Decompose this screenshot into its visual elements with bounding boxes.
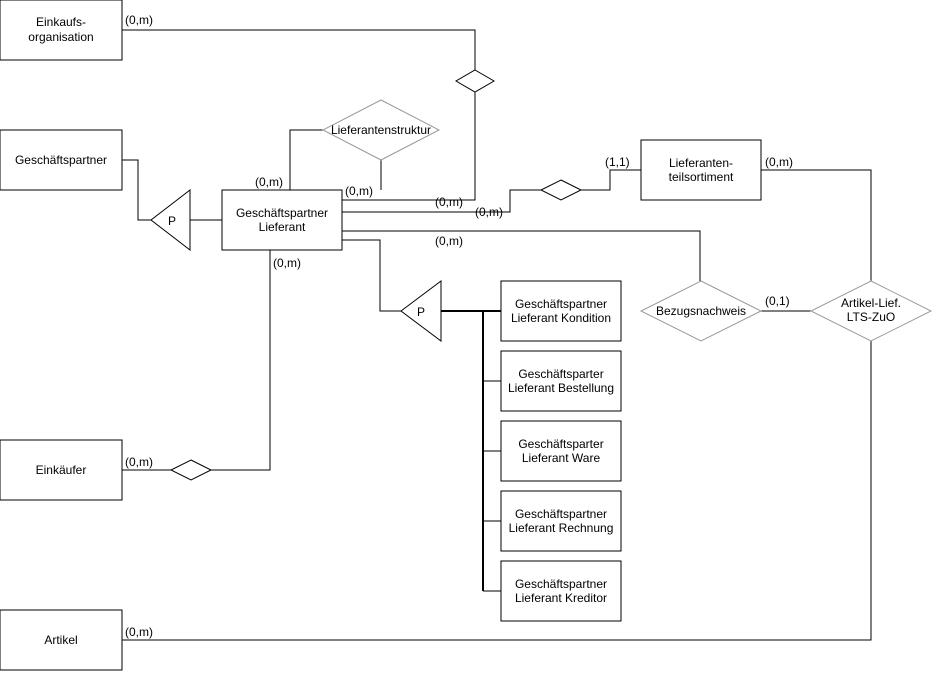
entity-rechnung-line2: Lieferant Rechnung xyxy=(509,521,614,535)
entity-einkaufsorganisation-line2: organisation xyxy=(28,30,93,44)
entity-bestellung-line2: Lieferant Bestellung xyxy=(508,381,614,395)
entity-kondition-line1: Geschäftspartner xyxy=(515,297,607,311)
relationship-lieferantenstruktur-label: Lieferantenstruktur xyxy=(331,123,431,137)
entity-einkaufsorganisation: Einkaufs- organisation xyxy=(0,0,123,61)
entity-bestellung-line1: Geschäftsparter xyxy=(518,367,603,381)
entity-gp-lieferant-kreditor: Geschäftspartner Lieferant Kreditor xyxy=(500,560,622,622)
cardinality-label: (0,m) xyxy=(345,184,373,198)
cardinality-label: (0,m) xyxy=(125,13,153,27)
entity-gp-lieferant-line2: Lieferant xyxy=(259,220,306,234)
cardinality-label: (0,m) xyxy=(765,155,793,169)
entity-ware-line1: Geschäftsparter xyxy=(518,437,603,451)
relationship-artikel-lief-label-line1: Artikel-Lief. xyxy=(841,296,901,310)
partition-symbol: P xyxy=(168,214,176,228)
relationship-artikel-lief: Artikel-Lief. LTS-ZuO xyxy=(809,280,933,342)
connectors xyxy=(122,29,872,641)
entity-ware-line2: Lieferant Ware xyxy=(522,451,601,465)
cardinality-label: (0,m) xyxy=(435,195,463,209)
entity-kreditor-line2: Lieferant Kreditor xyxy=(515,591,607,605)
partition-lieferant: P xyxy=(400,280,442,342)
entity-lieferantenteilsortiment-line1: Lieferanten- xyxy=(669,156,733,170)
entity-rechnung-line1: Geschäftspartner xyxy=(515,507,607,521)
cardinality-labels: (0,m) (0,m) (0,m) (0,m) (0,m) (0,m) (0,m… xyxy=(125,13,793,639)
cardinality-label: (0,m) xyxy=(125,625,153,639)
entity-einkaeufer-label: Einkäufer xyxy=(36,463,87,477)
entity-gp-lieferant-bestellung: Geschäftsparter Lieferant Bestellung xyxy=(500,350,622,412)
cardinality-label: (0,m) xyxy=(273,256,301,270)
relationship-lieferantenstruktur: Lieferantenstruktur xyxy=(321,99,441,161)
entity-kondition-line2: Lieferant Kondition xyxy=(511,311,611,325)
entity-lieferantenteilsortiment-line2: teilsortiment xyxy=(669,170,734,184)
relationship-einkaeufer-diamond xyxy=(169,459,213,481)
relationship-bezugsnachweis: Bezugsnachweis xyxy=(639,280,763,342)
entity-geschaeftspartner: Geschäftspartner xyxy=(0,129,123,191)
entity-gp-lieferant-ware: Geschäftsparter Lieferant Ware xyxy=(500,420,622,482)
entity-gp-lieferant-kondition: Geschäftspartner Lieferant Kondition xyxy=(500,280,622,342)
cardinality-label: (0,m) xyxy=(125,455,153,469)
entity-gp-lieferant-line1: Geschäftspartner xyxy=(236,206,328,220)
partition-symbol: P xyxy=(417,305,425,319)
entity-einkaufsorganisation-line1: Einkaufs- xyxy=(36,15,86,29)
relationship-artikel-lief-label-line2: LTS-ZuO xyxy=(847,310,895,324)
cardinality-label: (0,m) xyxy=(435,234,463,248)
cardinality-label: (0,m) xyxy=(475,205,503,219)
entity-geschaeftspartner-label: Geschäftspartner xyxy=(15,153,107,167)
entity-lieferantenteilsortiment: Lieferanten- teilsortiment xyxy=(640,139,762,201)
cardinality-label: (1,1) xyxy=(605,155,630,169)
entity-geschaeftspartner-lieferant: Geschäftspartner Lieferant xyxy=(221,189,343,251)
relationship-teilsortiment-diamond xyxy=(539,179,583,201)
entity-artikel: Artikel xyxy=(0,609,123,671)
relationship-einkaufsorganisation-diamond xyxy=(455,69,495,93)
entity-einkaeufer: Einkäufer xyxy=(0,439,123,501)
entity-kreditor-line1: Geschäftspartner xyxy=(515,577,607,591)
entity-artikel-label: Artikel xyxy=(44,633,77,647)
cardinality-label: (0,1) xyxy=(765,294,790,308)
partition-geschaeftspartner: P xyxy=(150,188,191,252)
entity-gp-lieferant-rechnung: Geschäftspartner Lieferant Rechnung xyxy=(500,490,622,552)
cardinality-label: (0,m) xyxy=(255,175,283,189)
relationship-bezugsnachweis-label: Bezugsnachweis xyxy=(656,304,746,318)
